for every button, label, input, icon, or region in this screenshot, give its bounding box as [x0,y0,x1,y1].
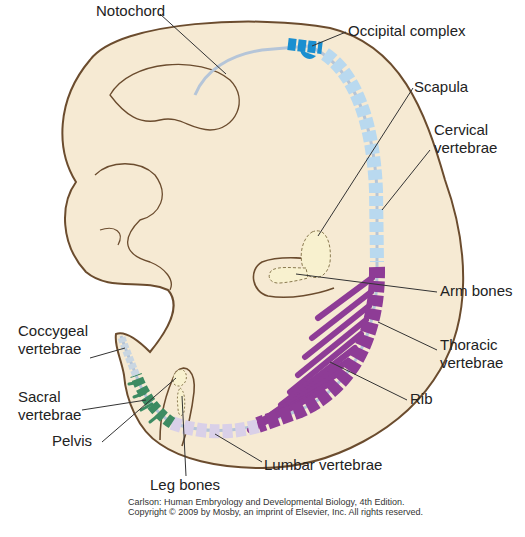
cervical-vertebrae [325,54,377,262]
face-contour [100,228,120,245]
part-label: Coccygeal vertebrae [18,322,98,358]
part-label: Lumbar vertebrae [264,456,382,474]
embryo-outline [62,22,463,468]
face-contour [95,164,171,290]
part-label: Cervical vertebrae [434,121,514,157]
leader-lines [82,14,437,476]
pelvis [173,370,186,387]
arm-bones [269,268,308,284]
coccygeal-vertebrae [121,336,136,375]
part-label: Sacral vertebrae [18,388,88,424]
part-label: Scapula [414,78,468,96]
part-label: Thoracic vertebrae [440,336,520,372]
leg-bones [177,388,184,415]
part-label: Pelvis [52,432,92,450]
occipital-complex [300,50,316,59]
part-label: Notochord [96,2,165,20]
lumbar-vertebrae [172,423,258,431]
occipital-complex [288,44,322,48]
thoracic-vertebrae [258,267,377,425]
brain-contour [110,64,239,130]
part-label: Occipital complex [348,22,466,40]
notochord [121,46,377,430]
credit-line: Copyright © 2009 by Mosby, an imprint of… [128,507,423,517]
part-label: Rib [410,390,433,408]
part-label: Leg bones [150,476,220,494]
credit-line: Carlson: Human Embryology and Developmen… [128,497,404,507]
part-label: Arm bones [440,282,513,300]
